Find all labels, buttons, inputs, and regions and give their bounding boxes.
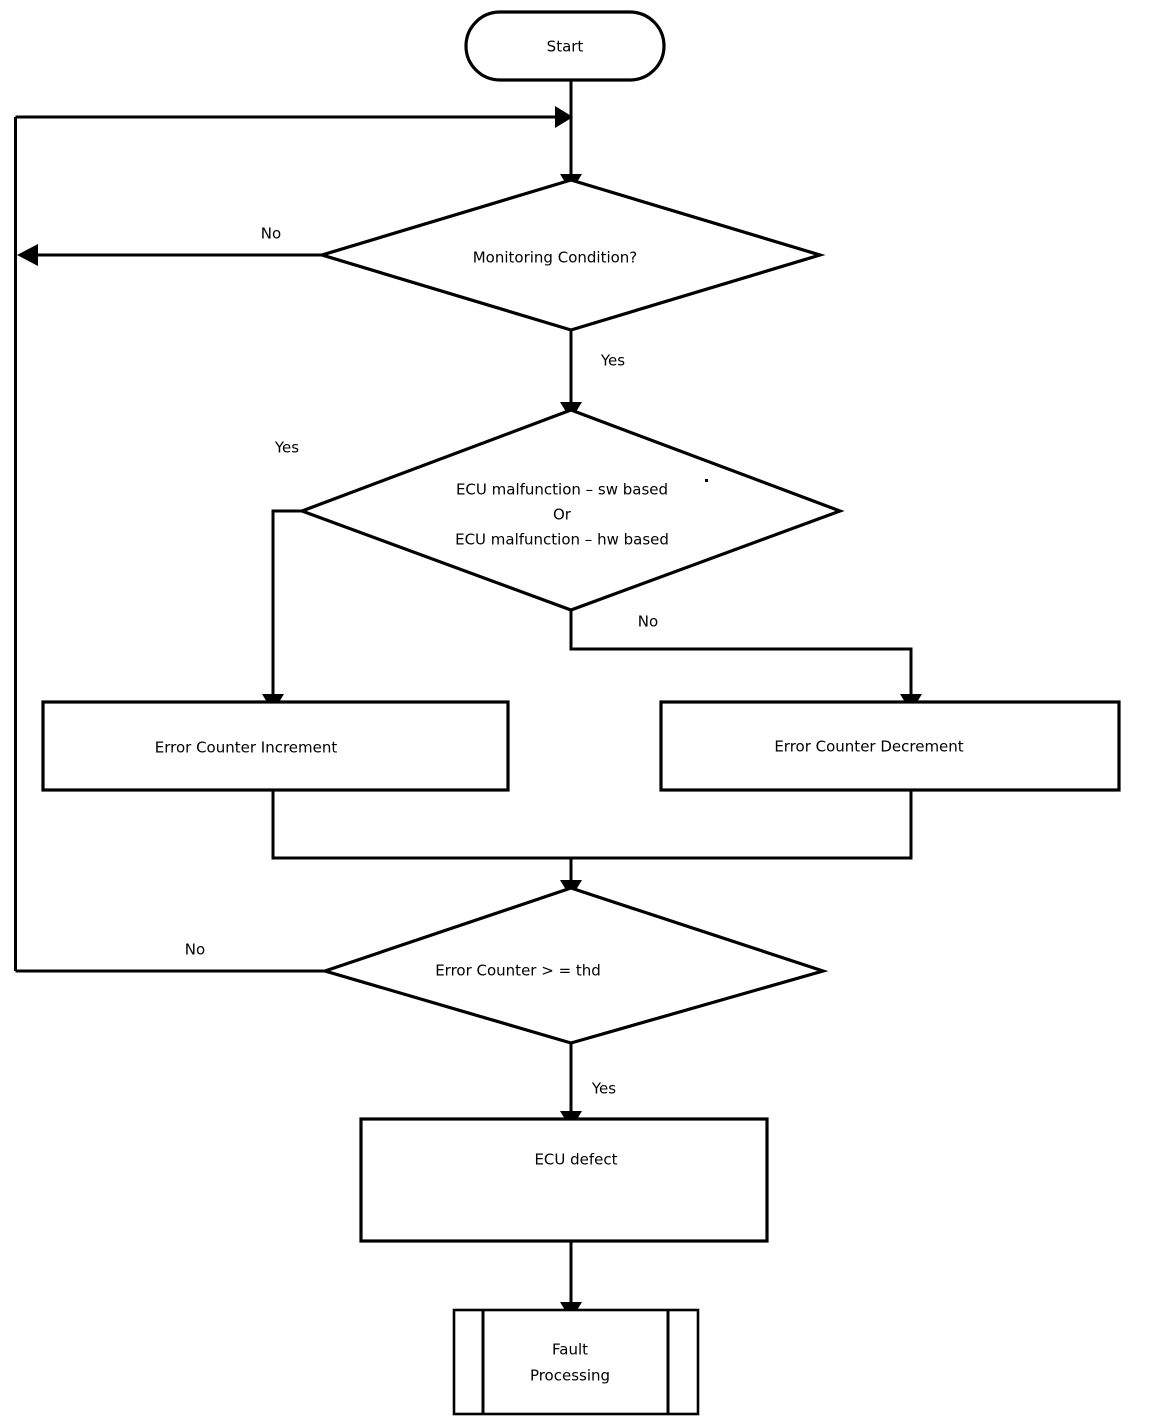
arrowhead-monitoring-no <box>17 244 38 266</box>
edge-label-malfunction-yes: Yes <box>274 439 299 457</box>
ecu-malfunction-label-line3: ECU malfunction – hw based <box>455 531 669 549</box>
node-error-counter-increment[interactable]: Error Counter Increment <box>41 700 510 792</box>
node-ecu-malfunction[interactable]: ECU malfunction – sw based Or ECU malfun… <box>297 408 845 612</box>
error-counter-threshold-label: Error Counter > = thd <box>435 962 601 980</box>
error-counter-threshold-shape <box>319 886 829 1045</box>
error-counter-decrement-label: Error Counter Decrement <box>774 738 963 756</box>
edge-label-malfunction-no: No <box>638 613 658 631</box>
node-start[interactable]: Start <box>464 10 666 82</box>
arrowhead-feedback-rejoin <box>555 106 573 128</box>
edge-label-threshold-no: No <box>185 941 205 959</box>
node-monitoring-condition[interactable]: Monitoring Condition? <box>316 178 826 332</box>
monitoring-condition-shape <box>316 178 826 332</box>
edge-counter-merge <box>271 790 913 860</box>
edge-malfunction-no <box>569 610 913 696</box>
error-counter-increment-shape <box>41 700 510 792</box>
ecu-defect-label: ECU defect <box>534 1151 617 1169</box>
ecu-malfunction-label-line1: ECU malfunction – sw based <box>456 481 668 499</box>
fault-processing-shape <box>452 1308 700 1416</box>
edge-label-monitoring-yes: Yes <box>600 352 625 370</box>
ecu-defect-shape <box>359 1117 769 1243</box>
node-error-counter-threshold[interactable]: Error Counter > = thd <box>319 886 829 1045</box>
node-ecu-defect[interactable]: ECU defect <box>359 1117 769 1243</box>
fault-processing-label-line1: Fault <box>552 1341 588 1359</box>
edge-malfunction-yes <box>271 509 302 696</box>
ink-speck <box>705 479 708 482</box>
error-counter-increment-label: Error Counter Increment <box>155 739 338 757</box>
node-fault-processing[interactable]: Fault Processing <box>452 1308 700 1416</box>
start-label: Start <box>547 38 584 56</box>
error-counter-decrement-shape <box>659 700 1121 792</box>
start-shape <box>464 10 666 82</box>
ecu-malfunction-shape <box>297 408 845 612</box>
monitoring-condition-label: Monitoring Condition? <box>473 249 638 267</box>
fault-processing-label-line2: Processing <box>530 1367 610 1385</box>
node-error-counter-decrement[interactable]: Error Counter Decrement <box>659 700 1121 792</box>
ecu-malfunction-label-line2: Or <box>553 506 572 524</box>
edge-label-threshold-yes: Yes <box>591 1080 616 1098</box>
edge-label-monitoring-no: No <box>261 225 281 243</box>
